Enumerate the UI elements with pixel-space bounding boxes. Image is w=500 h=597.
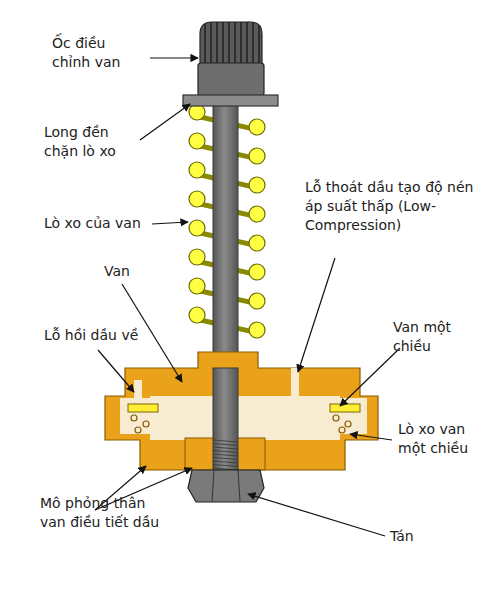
spring-coil [249,264,265,280]
leader-line [152,222,188,224]
valve-rod [213,100,238,478]
part-label: Long đền chặn lò xo [44,123,144,161]
leader-lines [95,58,400,536]
part-label: Ốc điều chỉnh van [52,34,147,72]
check-spring-coil [135,427,141,433]
leader-line [98,350,134,392]
part-label: Tán [390,527,440,546]
leader-line [248,494,385,536]
valve-spring-front [189,104,265,338]
valve-rod-inner [213,368,238,470]
spring-coil [249,206,265,222]
adjusting-nut-body [198,63,264,96]
part-label: Lỗ thoát dầu tạo độ nén áp suất thấp (Lo… [305,178,495,235]
thread-line [213,461,238,463]
spring-coil [249,293,265,309]
spring-coil [249,148,265,164]
right-chamber [325,398,367,434]
spring-coil [249,235,265,251]
thread-line [213,451,238,453]
low-compression-hole [291,368,299,398]
rod-thread [213,440,238,470]
spring-coil [189,220,205,236]
thread-line [213,458,238,460]
thread-line [213,454,238,456]
spring-coil [189,278,205,294]
part-label: Van một chiều [393,318,473,356]
leader-line [340,348,400,406]
spring-coil [249,322,265,338]
check-spring-coil [143,421,149,427]
thread-line [213,444,238,446]
spring-coil [189,249,205,265]
leader-line [150,57,198,58]
oil-return-hole [134,380,142,398]
part-label: Van [104,262,144,281]
thread-line [213,440,238,442]
adjusting-nut-knurl [200,22,262,64]
check-spring-coil [131,415,137,421]
nut-edge [212,470,214,502]
check-valve-right [330,404,360,412]
part-label: Lò xo van một chiều [398,420,493,458]
leader-line [350,434,392,440]
nut [188,470,264,502]
spring-coil [189,133,205,149]
leader-line [298,258,335,372]
thread-line [213,447,238,449]
spring-coil [249,177,265,193]
spring-coil [249,119,265,135]
spring-coil [189,162,205,178]
valve-cavity [150,396,340,440]
leader-line [140,104,190,140]
left-chamber [120,398,162,434]
spring-coil [189,307,205,323]
check-valve-left [128,404,158,412]
part-label: Mô phỏng thân van điều tiết dầu [40,494,160,532]
part-label: Lò xo của van [44,214,154,233]
spring-washer [183,95,278,106]
nut-edge [238,470,240,502]
check-valve-springs [131,415,351,433]
check-spring-coil [333,415,339,421]
thread-line [213,465,238,467]
part-label: Lỗ hồi dầu về [44,326,164,345]
check-spring-coil [339,427,345,433]
spring-coil [189,191,205,207]
check-spring-coil [345,421,351,427]
valve-body [105,352,378,470]
